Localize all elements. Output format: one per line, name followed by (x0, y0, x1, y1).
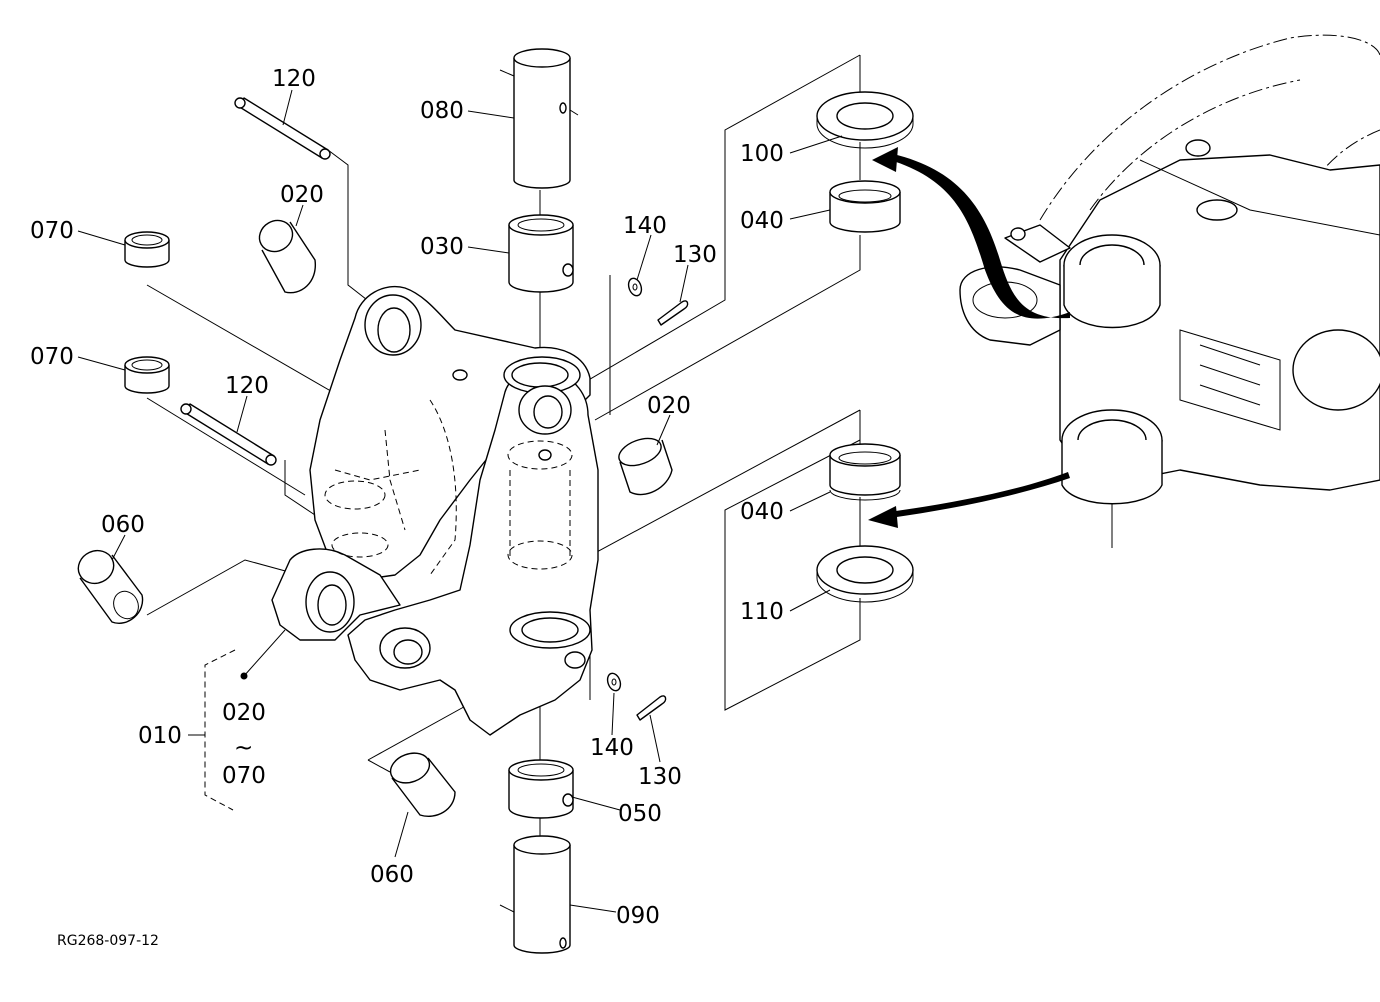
callout-010: 010 (138, 723, 182, 749)
knuckle-bracket-010 (271, 285, 599, 736)
callout-130-lower: 130 (638, 764, 682, 790)
callout-120-lower: 120 (225, 373, 269, 399)
callout-060-left: 060 (101, 512, 145, 538)
callout-130-upper: 130 (673, 242, 717, 268)
drawing-reference-code: RG268-097-12 (57, 933, 159, 949)
cotter-pin-130-upper (657, 300, 689, 326)
bushing-070-lower (124, 356, 170, 394)
callout-020-range-start: 020 (222, 700, 266, 726)
callout-070-lower: 070 (30, 344, 74, 370)
bushing-060-left (77, 549, 144, 624)
washer-100 (816, 91, 914, 149)
callout-050: 050 (618, 801, 662, 827)
callout-060-bottom: 060 (370, 862, 414, 888)
callout-140-upper: 140 (623, 213, 667, 239)
bushing-060-bottom (389, 752, 456, 817)
grease-pin-120-lower (180, 403, 277, 466)
callout-070-upper: 070 (30, 218, 74, 244)
pin-080 (499, 48, 579, 189)
callout-040-lower: 040 (740, 499, 784, 525)
callout-020-top: 020 (280, 182, 324, 208)
bushing-040-upper (829, 180, 901, 233)
bushing-020-top (258, 219, 316, 294)
callout-030: 030 (420, 234, 464, 260)
assembly-group-bracket (188, 629, 286, 811)
washer-140-lower (606, 672, 622, 692)
callout-range-tilde: ~ (234, 735, 253, 761)
callout-040-upper: 040 (740, 208, 784, 234)
callout-leaders (77, 89, 843, 913)
cotter-pin-130-lower (636, 695, 667, 721)
washer-110 (816, 545, 914, 603)
callout-070-range-end: 070 (222, 763, 266, 789)
installation-arrows (868, 147, 1070, 528)
axle-frame-reference (959, 34, 1380, 505)
bushing-070-upper (124, 231, 170, 268)
callout-110: 110 (740, 599, 784, 625)
bushing-030 (508, 214, 574, 293)
callout-080: 080 (420, 98, 464, 124)
pin-090 (499, 835, 571, 954)
washer-140-upper (627, 277, 643, 297)
callout-090: 090 (616, 903, 660, 929)
bushing-050 (508, 759, 574, 819)
bushing-020-right (618, 437, 673, 496)
callout-120-upper: 120 (272, 66, 316, 92)
callout-140-lower: 140 (590, 735, 634, 761)
bushing-040-lower (829, 443, 901, 501)
grease-pin-120-upper (234, 97, 331, 160)
callout-labels: 120 020 070 070 120 080 030 140 130 100 … (30, 66, 784, 929)
callout-100: 100 (740, 141, 784, 167)
callout-020-right: 020 (647, 393, 691, 419)
